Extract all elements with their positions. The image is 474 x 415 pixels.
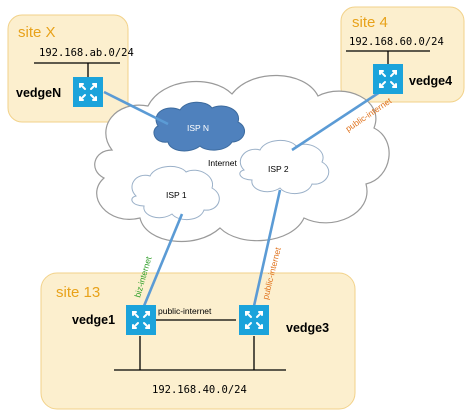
- site13-tloc-label: public-internet: [158, 306, 212, 316]
- site-13-box: [40, 272, 356, 410]
- router-icon-vedge4[interactable]: [373, 64, 403, 94]
- internet-label: Internet: [208, 158, 237, 168]
- router-icon-vedge1[interactable]: [126, 305, 156, 335]
- vedge3-label: vedge3: [286, 321, 329, 335]
- isp-1-label: ISP 1: [166, 190, 187, 200]
- vedgen-label: vedgeN: [16, 86, 61, 100]
- router-icon-vedge3[interactable]: [239, 305, 269, 335]
- vedge4-label: vedge4: [409, 74, 452, 88]
- site-13-subnet: 192.168.40.0/24: [152, 384, 247, 396]
- vedge1-label: vedge1: [72, 313, 115, 327]
- site-4-box: [340, 6, 465, 103]
- isp-n-label: ISP N: [187, 123, 209, 133]
- router-icon-vedgen[interactable]: [73, 77, 103, 107]
- link-vedge3-isp2: [252, 189, 282, 307]
- isp-2-cloud: [239, 140, 330, 194]
- site-x-subnet: 192.168.ab.0/24: [39, 47, 134, 59]
- site-4-subnet: 192.168.60.0/24: [349, 36, 444, 48]
- site-4-label: site 4: [352, 14, 388, 31]
- link-vedgen-ispn: [103, 90, 169, 126]
- site-x-label: site X: [18, 24, 56, 41]
- link-vedge1-isp1: [142, 213, 184, 307]
- isp-n-cloud: [153, 101, 246, 152]
- isp-1-cloud: [131, 166, 220, 220]
- isp-2-label: ISP 2: [268, 164, 289, 174]
- link-vedge4-isp2: [291, 90, 381, 152]
- site-13-label: site 13: [56, 284, 100, 301]
